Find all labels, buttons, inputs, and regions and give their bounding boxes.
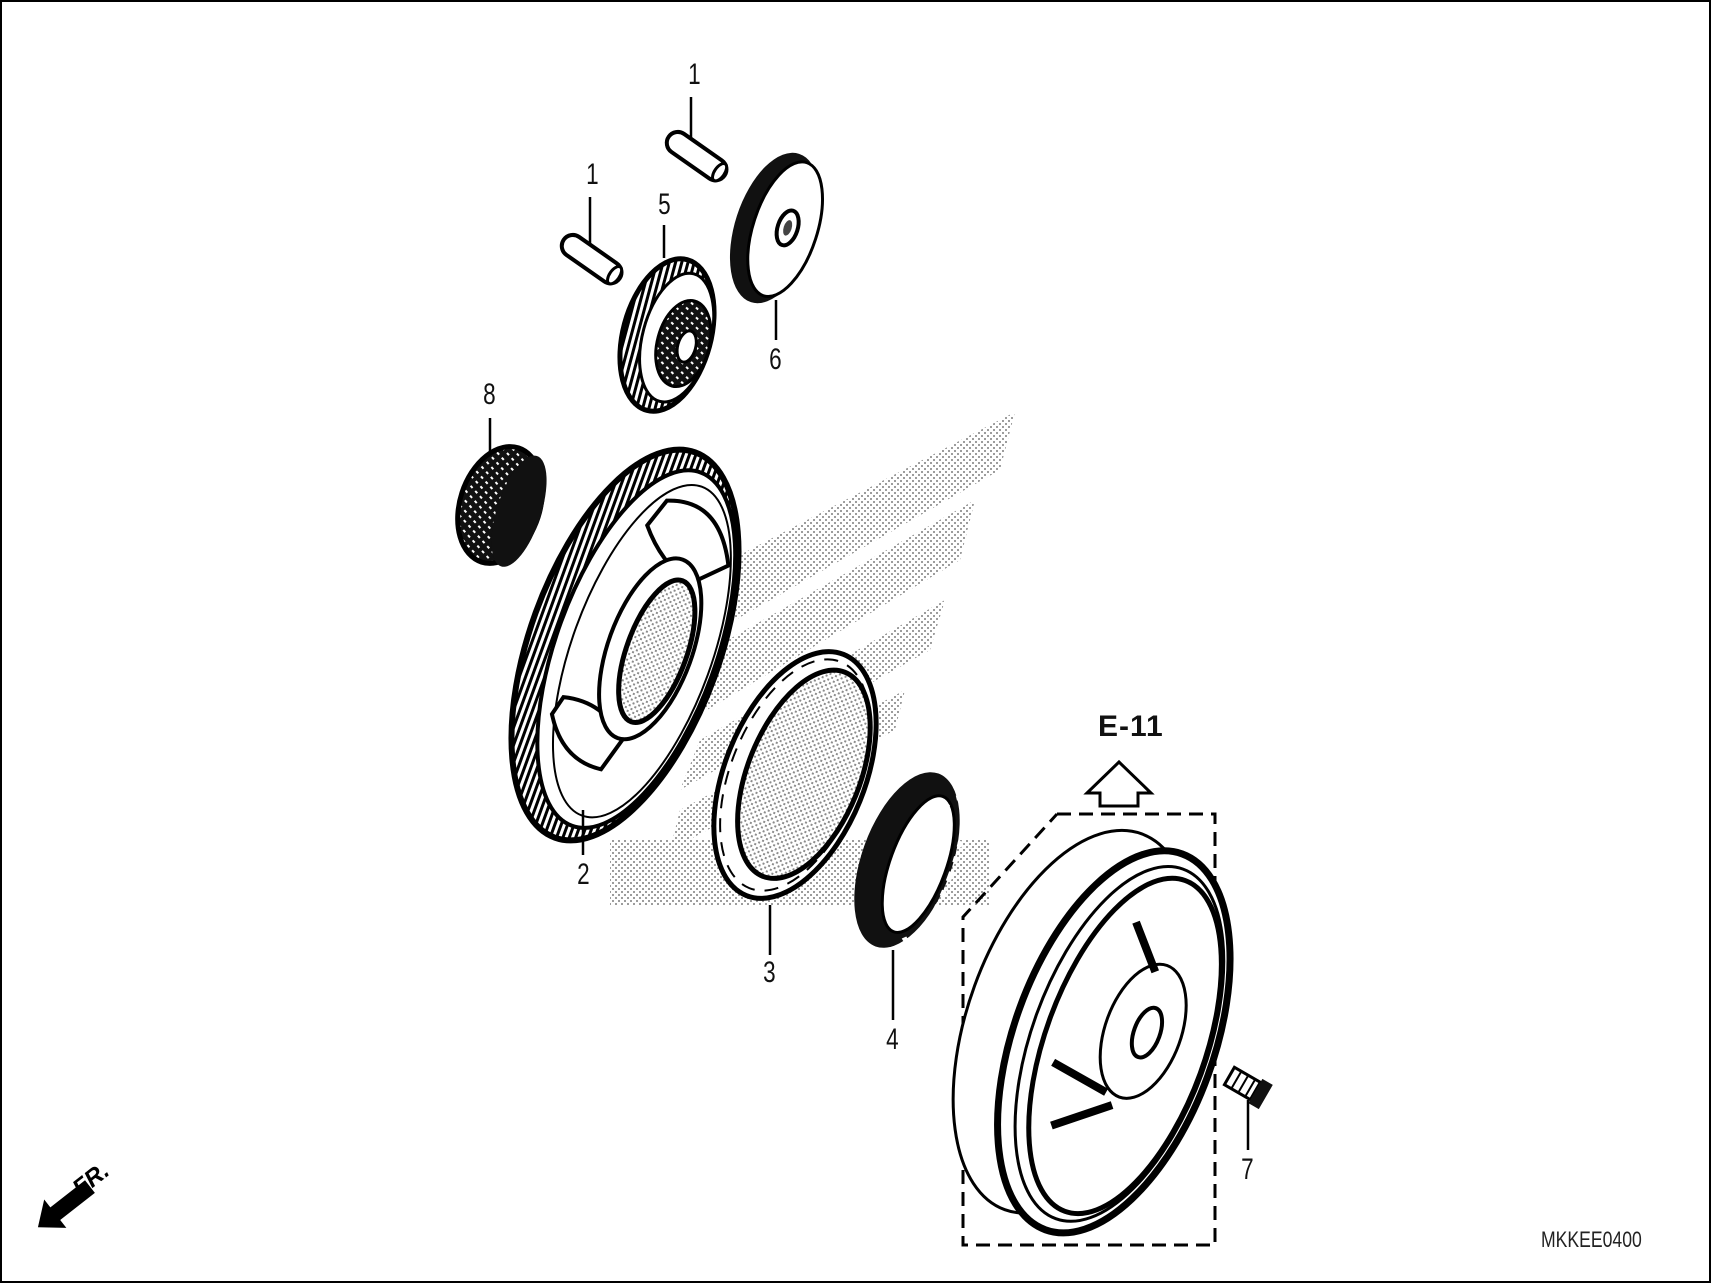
bolt-7	[1222, 1065, 1273, 1110]
bearing-ring-4	[854, 772, 967, 948]
callout-6: 6	[769, 343, 782, 376]
callout-3: 3	[763, 956, 776, 989]
callout-1-lower: 1	[586, 158, 599, 191]
dowel-pin-lower	[559, 232, 624, 286]
needle-bearing-8	[455, 444, 547, 567]
callout-1-upper: 1	[688, 58, 701, 91]
dowel-pin-upper	[664, 129, 729, 183]
front-arrow-icon	[37, 1180, 95, 1228]
gear-6	[729, 152, 824, 304]
clutch-outer-assembly	[951, 828, 1234, 1237]
callout-8: 8	[483, 378, 496, 411]
callout-7: 7	[1241, 1153, 1254, 1186]
reference-label-e11[interactable]: E-11	[1098, 710, 1164, 743]
callout-4: 4	[886, 1023, 899, 1056]
callout-5: 5	[658, 188, 671, 221]
gear-5	[617, 256, 717, 414]
callout-2: 2	[577, 858, 590, 891]
diagram-part-code: MKKEE0400	[1541, 1227, 1642, 1252]
assembly-boundary	[961, 812, 1217, 1247]
starter-driven-gear-2	[508, 446, 742, 844]
one-way-clutch-3	[711, 649, 879, 901]
up-arrow	[1083, 759, 1155, 808]
leader-lines	[488, 97, 1250, 1150]
